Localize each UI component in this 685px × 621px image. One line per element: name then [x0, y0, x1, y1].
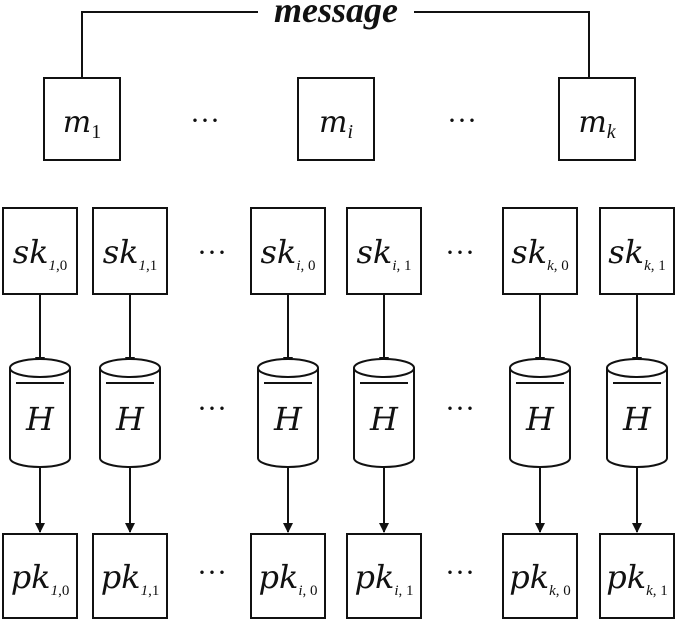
cylinder-top — [353, 358, 415, 378]
secret-key-box: sk1,0 — [2, 207, 78, 295]
secret-key-box: skk, 0 — [502, 207, 578, 295]
hash-cylinder: H — [99, 358, 161, 468]
message-block-label: mi — [319, 105, 353, 143]
message-ellipsis-2: ··· — [447, 104, 477, 137]
public-key-label: pki, 0 — [258, 558, 317, 599]
cylinder-body — [509, 368, 571, 468]
public-key-box: pki, 0 — [250, 533, 326, 619]
public-key-label: pk1,0 — [11, 558, 70, 599]
secret-key-ellipsis-2: ··· — [445, 236, 475, 269]
public-key-label: pkk, 1 — [606, 558, 668, 599]
public-key-box: pkk, 1 — [599, 533, 675, 619]
public-key-label: pki, 1 — [354, 558, 413, 599]
public-key-box: pk1,1 — [92, 533, 168, 619]
secret-key-box: sk1,1 — [92, 207, 168, 295]
message-bracket-left — [81, 11, 258, 78]
cylinder-body — [606, 368, 668, 468]
message-block-k: mk — [558, 77, 636, 161]
hash-label: H — [25, 400, 55, 438]
hash-label: H — [525, 400, 555, 438]
secret-key-box: ski, 0 — [250, 207, 326, 295]
secret-key-label: sk1,1 — [103, 233, 158, 274]
message-block-1: m1 — [43, 77, 121, 161]
hash-label: H — [369, 400, 399, 438]
secret-key-label: ski, 1 — [357, 233, 412, 274]
message-block-label: mk — [578, 105, 616, 143]
message-bracket-right — [414, 11, 590, 78]
message-title: message — [274, 0, 398, 30]
cylinder-top — [9, 358, 71, 378]
public-key-box: pk1,0 — [2, 533, 78, 619]
hash-cylinder: H — [606, 358, 668, 468]
hash-cylinder: H — [257, 358, 319, 468]
public-key-ellipsis-2: ··· — [445, 556, 475, 589]
hash-label: H — [622, 400, 652, 438]
hash-cylinder: H — [353, 358, 415, 468]
secret-key-box: skk, 1 — [599, 207, 675, 295]
cylinder-top — [99, 358, 161, 378]
cylinder-body — [257, 368, 319, 468]
public-key-label: pkk, 0 — [509, 558, 571, 599]
cylinder-body — [9, 368, 71, 468]
hash-cylinder: H — [509, 358, 571, 468]
cylinder-top — [257, 358, 319, 378]
secret-key-label: ski, 0 — [261, 233, 316, 274]
public-key-box: pkk, 0 — [502, 533, 578, 619]
secret-key-label: sk1,0 — [13, 233, 68, 274]
hash-ellipsis-1: ··· — [197, 392, 227, 425]
cylinder-top — [606, 358, 668, 378]
public-key-ellipsis-1: ··· — [197, 556, 227, 589]
message-block-i: mi — [297, 77, 375, 161]
public-key-label: pk1,1 — [101, 558, 160, 599]
secret-key-label: skk, 0 — [511, 233, 568, 274]
hash-label: H — [115, 400, 145, 438]
cylinder-body — [99, 368, 161, 468]
secret-key-ellipsis-1: ··· — [197, 236, 227, 269]
hash-label: H — [273, 400, 303, 438]
hash-ellipsis-2: ··· — [445, 392, 475, 425]
secret-key-label: skk, 1 — [608, 233, 665, 274]
cylinder-body — [353, 368, 415, 468]
public-key-box: pki, 1 — [346, 533, 422, 619]
message-block-label: m1 — [63, 105, 101, 143]
hash-cylinder: H — [9, 358, 71, 468]
message-ellipsis-1: ··· — [190, 104, 220, 137]
secret-key-box: ski, 1 — [346, 207, 422, 295]
cylinder-top — [509, 358, 571, 378]
